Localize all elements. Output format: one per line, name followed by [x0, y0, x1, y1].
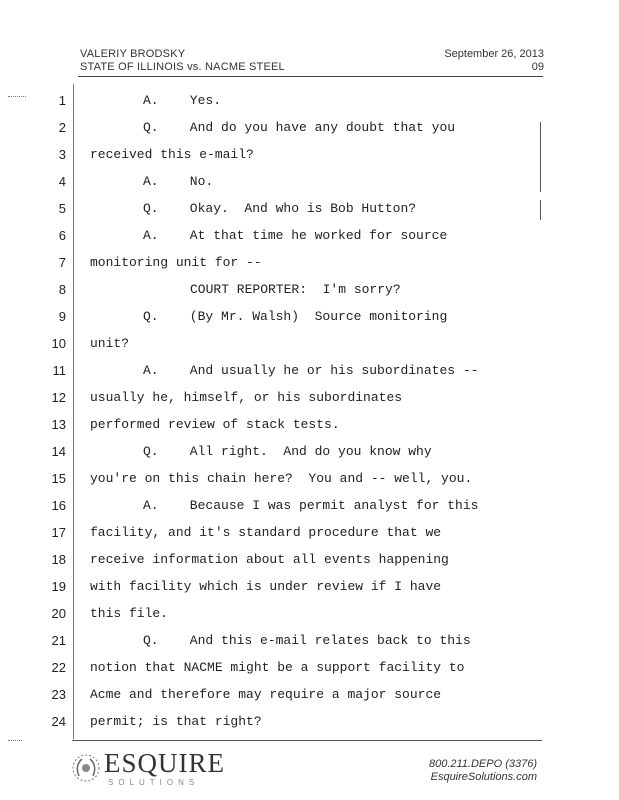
deposition-date: September 26, 2013 [444, 48, 544, 60]
line-number: 21 [51, 633, 66, 648]
line-number: 15 [51, 471, 66, 486]
transcript-line: 7 monitoring unit for -- [0, 250, 619, 277]
line-number: 12 [51, 390, 66, 405]
line-text: A. At that time he worked for source [143, 228, 448, 243]
line-text: Q. Okay. And who is Bob Hutton? [143, 201, 417, 216]
transcript-line: 16 A. Because I was permit analyst for th… [0, 493, 619, 520]
line-text: Q. All right. And do you know why [143, 444, 432, 459]
line-number: 8 [58, 282, 66, 297]
line-number: 13 [51, 417, 66, 432]
line-number: 3 [58, 147, 66, 162]
logo-wordmark: ESQUIRE [104, 748, 225, 778]
line-text: unit? [90, 336, 130, 351]
line-number: 11 [52, 363, 67, 378]
line-text: A. Because I was permit analyst for this [143, 498, 479, 513]
transcript-line: 2 Q. And do you have any doubt that you [0, 115, 619, 142]
line-number: 10 [51, 336, 66, 351]
line-text: monitoring unit for -- [90, 255, 262, 270]
line-text: A. Yes. [143, 93, 222, 108]
line-number: 23 [51, 687, 66, 702]
transcript-line: 24 permit; is that right? [0, 709, 619, 736]
line-number: 16 [51, 498, 66, 513]
line-text: Q. And do you have any doubt that you [143, 120, 456, 135]
contact-info: 800.211.DEPO (3376) EsquireSolutions.com [429, 758, 537, 784]
esquire-logo: ESQUIRE SOLUTIONS [70, 748, 250, 788]
line-text: Acme and therefore may require a major s… [90, 687, 442, 702]
transcript-line: 14 Q. All right. And do you know why [0, 439, 619, 466]
line-text: received this e-mail? [90, 147, 254, 162]
line-number: 5 [58, 201, 66, 216]
line-text: A. No. [143, 174, 214, 189]
change-bar [540, 122, 541, 192]
transcript-lines: 1 A. Yes. 2 Q. And do you have any doubt th… [0, 88, 619, 736]
transcript-line: 5 Q. Okay. And who is Bob Hutton? [0, 196, 619, 223]
transcript-line: 22 notion that NACME might be a support f… [0, 655, 619, 682]
case-header: VALERIY BRODSKY STATE OF ILLINOIS vs. NA… [80, 48, 285, 74]
line-text: notion that NACME might be a support fac… [90, 660, 465, 675]
transcript-line: 10 unit? [0, 331, 619, 358]
transcript-line: 12 usually he, himself, or his subordinat… [0, 385, 619, 412]
line-number: 18 [51, 552, 66, 567]
date-header: September 26, 2013 09 [444, 48, 544, 74]
line-number: 22 [51, 660, 66, 675]
line-text: usually he, himself, or his subordinates [90, 390, 403, 405]
transcript-line: 17 facility, and it's standard procedure … [0, 520, 619, 547]
line-text: Q. And this e-mail relates back to this [143, 633, 471, 648]
transcript-line: 19 with facility which is under review if… [0, 574, 619, 601]
transcript-line: 11 A. And usually he or his subordinates … [0, 358, 619, 385]
line-text: performed review of stack tests. [90, 417, 340, 432]
transcript-line: 4 A. No. [0, 169, 619, 196]
transcript-line: 23 Acme and therefore may require a major… [0, 682, 619, 709]
transcript-line: 15 you're on this chain here? You and -- … [0, 466, 619, 493]
header-rule [78, 76, 543, 77]
transcript-line: 21 Q. And this e-mail relates back to thi… [0, 628, 619, 655]
scan-speck [8, 96, 26, 97]
line-number: 20 [51, 606, 66, 621]
page-number: 09 [531, 61, 544, 73]
transcript-line: 8 COURT REPORTER: I'm sorry? [0, 277, 619, 304]
logo-subtext: SOLUTIONS [108, 778, 200, 787]
line-text: Q. (By Mr. Walsh) Source monitoring [143, 309, 448, 324]
transcript-line: 18 receive information about all events h… [0, 547, 619, 574]
website-text: EsquireSolutions.com [430, 771, 537, 783]
line-text: you're on this chain here? You and -- we… [90, 471, 473, 486]
line-number: 6 [58, 228, 66, 243]
transcript-line: 13 performed review of stack tests. [0, 412, 619, 439]
line-text: COURT REPORTER: I'm sorry? [190, 282, 401, 297]
line-text: receive information about all events hap… [90, 552, 449, 567]
change-bar [540, 200, 541, 220]
line-number: 14 [51, 444, 66, 459]
line-number: 4 [58, 174, 66, 189]
line-number: 2 [58, 120, 66, 135]
transcript-line: 20 this file. [0, 601, 619, 628]
left-margin-line [73, 84, 74, 739]
case-title: STATE OF ILLINOIS vs. NACME STEEL [80, 61, 285, 73]
line-text: with facility which is under review if I… [90, 579, 442, 594]
witness-name: VALERIY BRODSKY [80, 48, 186, 60]
transcript-line: 6 A. At that time he worked for source [0, 223, 619, 250]
line-number: 24 [51, 714, 66, 729]
line-text: facility, and it's standard procedure th… [90, 525, 442, 540]
phone-number: 800.211.DEPO (3376) [428, 758, 537, 770]
scan-speck [8, 740, 22, 741]
line-text: this file. [90, 606, 169, 621]
line-text: A. And usually he or his subordinates -- [143, 363, 479, 378]
line-number: 19 [51, 579, 66, 594]
transcript-line: 3 received this e-mail? [0, 142, 619, 169]
line-number: 1 [58, 93, 66, 108]
footer-rule [72, 740, 542, 741]
line-number: 7 [58, 255, 66, 270]
line-text: permit; is that right? [90, 714, 262, 729]
transcript-line: 1 A. Yes. [0, 88, 619, 115]
laurel-emblem-icon [72, 754, 100, 782]
transcript-line: 9 Q. (By Mr. Walsh) Source monitoring [0, 304, 619, 331]
line-number: 17 [51, 525, 66, 540]
line-number: 9 [58, 309, 66, 324]
